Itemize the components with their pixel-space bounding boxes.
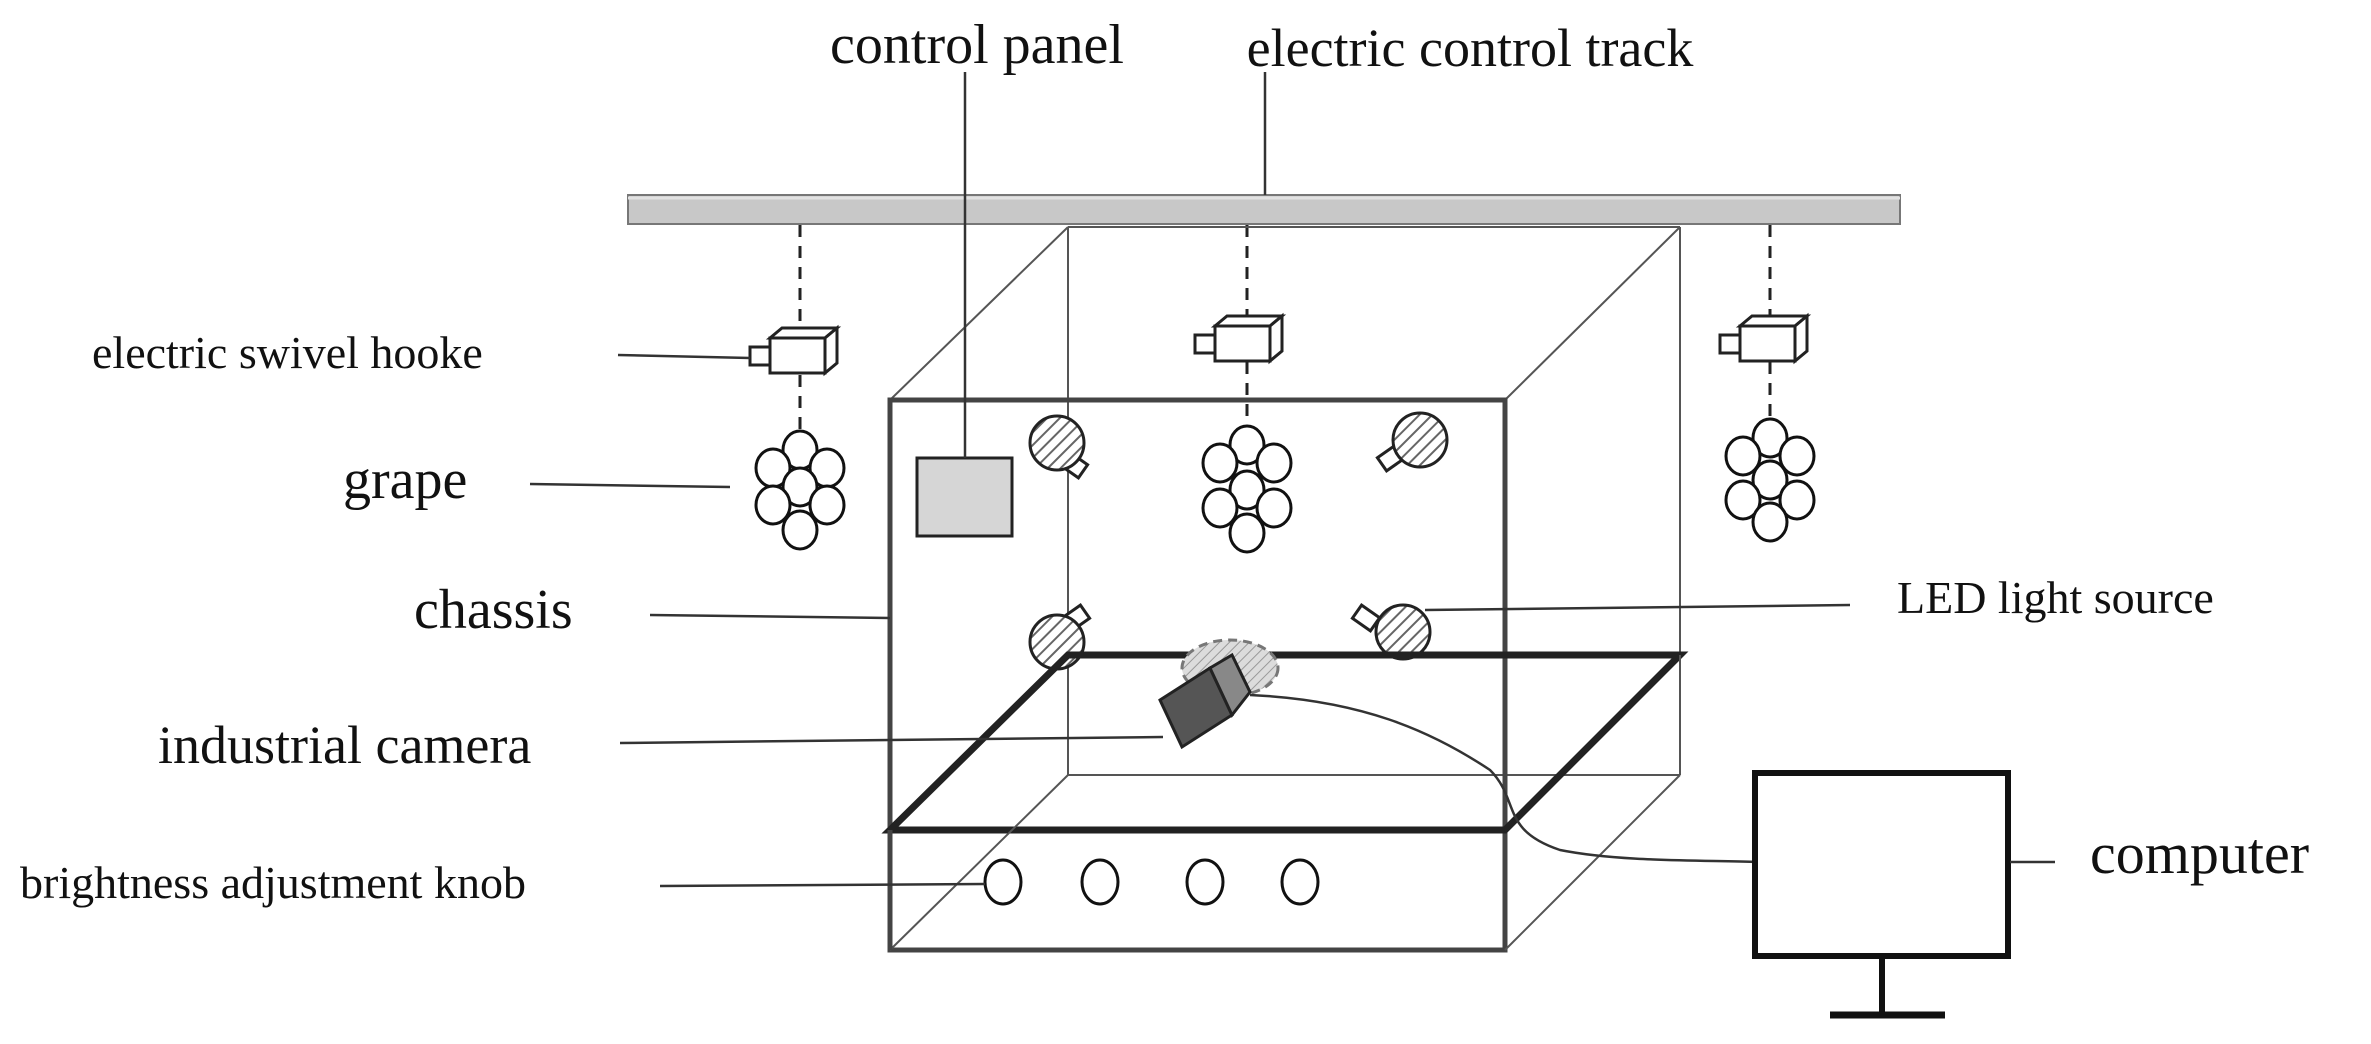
chassis-base: [887, 655, 1681, 951]
label-electric-swivel-hooke: electric swivel hooke: [92, 327, 483, 378]
sample-tray: [881, 651, 1689, 834]
electric-swivel-hook-2: [1193, 312, 1287, 365]
grape-cluster-3: [1724, 417, 1816, 543]
electric-control-track: [627, 194, 1901, 225]
label-grape: grape: [343, 449, 467, 511]
grape-cluster-2: [1201, 424, 1293, 554]
led-light-4: [1350, 603, 1432, 661]
label-electric-control-track: electric control track: [1247, 18, 1694, 78]
computer: [1752, 770, 2011, 1019]
camera-cable: [1249, 693, 1759, 864]
brightness-knobs: [983, 858, 1320, 906]
label-control-panel: control panel: [830, 14, 1124, 76]
electric-swivel-hook-1: [748, 324, 842, 377]
chassis-front-frame: [887, 397, 1508, 953]
led-light-2: [1375, 411, 1449, 473]
grape-cluster-1: [754, 429, 846, 551]
label-chassis: chassis: [414, 579, 573, 641]
chassis-back-frame: [889, 226, 1681, 776]
label-computer: computer: [2090, 821, 2309, 886]
label-industrial-camera: industrial camera: [158, 715, 531, 775]
leader-lines: [529, 72, 2055, 888]
label-led-light-source: LED light source: [1897, 572, 2214, 623]
hanger-lines: [798, 225, 1772, 430]
led-light-1: [1028, 414, 1090, 480]
control-panel: [915, 456, 1014, 538]
industrial-camera: [1158, 638, 1280, 750]
electric-swivel-hook-3: [1718, 312, 1812, 365]
label-brightness-adjustment-knob: brightness adjustment knob: [20, 857, 526, 908]
